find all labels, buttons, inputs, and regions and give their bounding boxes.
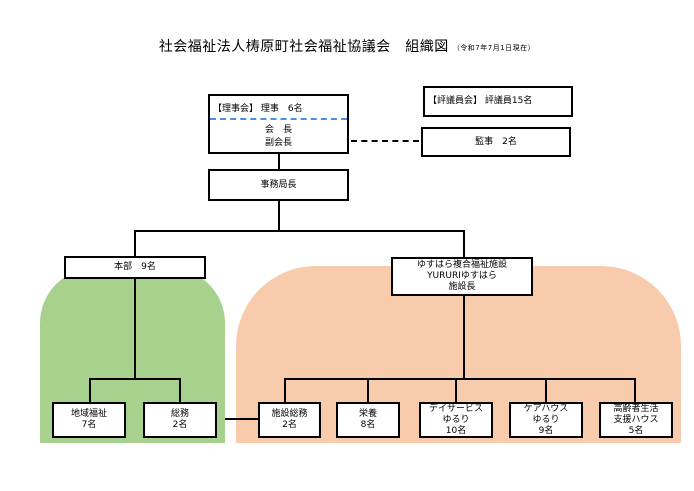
facility-director: 施設長 (448, 282, 476, 292)
unit-count: 7名 (81, 420, 97, 430)
unit-chiiki-fukushi: 地域福祉 7名 (52, 402, 126, 438)
facility-name: ゆすはら複合福祉施設 (416, 260, 507, 270)
connector-to-somu (179, 378, 181, 402)
connector-to-facility (463, 230, 465, 257)
connector-to-koreisha (634, 378, 636, 402)
connector-to-care (545, 378, 547, 402)
unit-care-house: ケアハウス ゆるり 9名 (509, 402, 583, 438)
facility-director-box: ゆすはら複合福祉施設 YURURIゆすはら 施設長 (391, 257, 533, 296)
connector-facility-horizontal (284, 378, 636, 380)
auditors-label: 監事 2名 (475, 136, 517, 147)
connector-to-day (455, 378, 457, 402)
unit-name: 高齢者生活 (613, 403, 659, 414)
connector-somu-to-shisetsu-somu (225, 418, 258, 420)
unit-somu: 総務 2名 (143, 402, 217, 438)
board-vice-chair: 副会長 (264, 138, 292, 148)
unit-name: 総務 (170, 409, 189, 419)
connector-facility-down (463, 296, 465, 379)
connector-honbu-down (134, 279, 136, 379)
unit-name: デイサービス (428, 403, 483, 414)
connector-main-horizontal (134, 230, 465, 232)
connector-to-chiiki (89, 378, 91, 402)
secretary-general-box: 事務局長 (208, 169, 349, 201)
connector-secretary-down (278, 201, 280, 231)
auditors-box: 監事 2名 (421, 127, 571, 157)
unit-koreisha-seikatsu: 高齢者生活 支援ハウス 5名 (599, 402, 673, 438)
unit-name: 栄養 (358, 409, 377, 419)
connector-to-honbu (134, 230, 136, 256)
board-of-directors-box: 【理事会】 理事 6名 会 長 副会長 (208, 94, 349, 154)
unit-sub: 支援ハウス (613, 414, 659, 425)
connector-to-shisetsu-somu (284, 378, 286, 402)
title-text: 社会福祉法人梼原町社会福祉協議会 組織図 (158, 39, 449, 55)
board-divider (210, 118, 347, 120)
councillors-box: 【評議員会】 評議員15名 (423, 86, 573, 117)
unit-count: 2名 (172, 420, 188, 430)
connector-honbu-horizontal (89, 378, 181, 380)
unit-name: 施設総務 (271, 409, 308, 419)
unit-eiyo: 栄養 8名 (336, 402, 400, 438)
secretary-general-label: 事務局長 (260, 179, 297, 190)
unit-count: 5名 (628, 425, 644, 436)
unit-name: ケアハウス (523, 403, 569, 414)
unit-day-service: デイサービス ゆるり 10名 (419, 402, 493, 438)
unit-sub: ゆるり (442, 414, 470, 425)
board-label: 【理事会】 理事 6名 (213, 104, 303, 114)
honbu-label: 本部 9名 (114, 262, 156, 272)
connector-board-to-auditors (351, 140, 419, 142)
unit-count: 9名 (538, 425, 554, 436)
page-title: 社会福祉法人梼原町社会福祉協議会 組織図（令和7年7月1日現在） (0, 36, 694, 56)
facility-brand: YURURIゆすはら (427, 271, 497, 281)
councillors-label: 【評議員会】 評議員15名 (428, 96, 533, 106)
unit-count: 8名 (360, 420, 376, 430)
connector-board-to-secretary (278, 154, 280, 169)
unit-name: 地域福祉 (70, 409, 107, 419)
title-date-note: （令和7年7月1日現在） (452, 44, 536, 52)
honbu-box: 本部 9名 (64, 256, 206, 279)
board-chair: 会 長 (264, 125, 292, 135)
connector-to-eiyo (367, 378, 369, 402)
unit-sub: ゆるり (532, 414, 560, 425)
unit-count: 2名 (282, 420, 297, 430)
unit-count: 10名 (445, 425, 467, 436)
unit-shisetsu-somu: 施設総務 2名 (258, 402, 321, 438)
